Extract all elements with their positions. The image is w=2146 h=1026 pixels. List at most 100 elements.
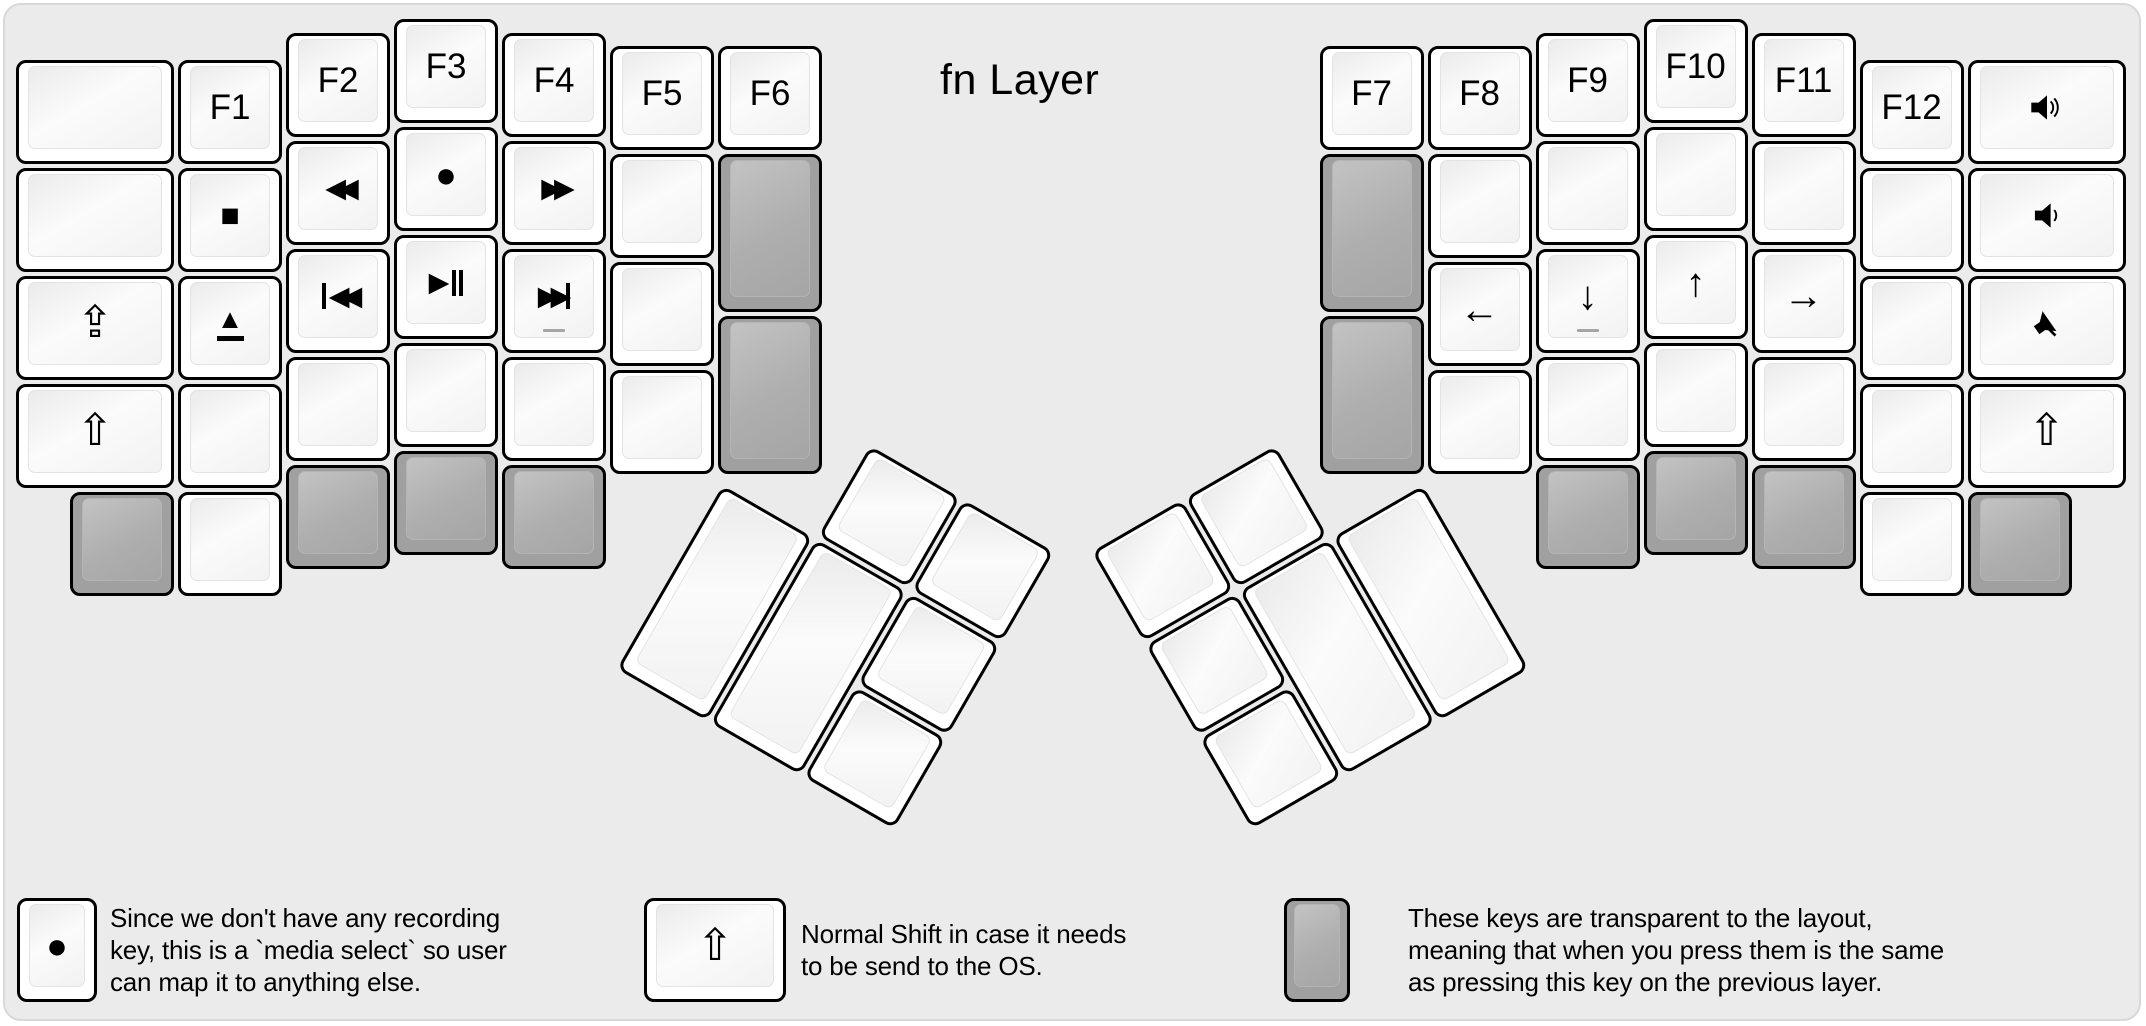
up-arrow-icon: ↑ — [1685, 260, 1706, 305]
key-fast-forward: ▶▶ — [502, 140, 606, 245]
key-blank — [1427, 370, 1532, 474]
key-label: F1 — [209, 87, 251, 127]
homing-mark — [1576, 328, 1599, 332]
key-blank — [1535, 356, 1640, 461]
key-label: F9 — [1567, 60, 1608, 100]
key-transparent — [1643, 451, 1748, 555]
key-f1: F1 — [178, 59, 282, 164]
legend-text-shift: Normal Shift in case it needs to be send… — [801, 919, 1127, 981]
key-transparent — [1319, 316, 1424, 474]
legend-key-shift: ⇧ — [644, 898, 786, 1002]
record-icon: ● — [46, 924, 68, 966]
key-arrow-down: ↓ — [1535, 248, 1640, 353]
key-blank — [1859, 383, 1964, 488]
key-record: ● — [394, 127, 498, 231]
key-stop: ■ — [178, 167, 282, 272]
key-transparent — [1751, 464, 1856, 569]
key-blank — [502, 356, 606, 461]
key-shift-right: ⇧ — [1967, 383, 2126, 488]
key-label: F8 — [1459, 74, 1500, 113]
shift-icon: ⇧ — [76, 406, 114, 455]
key-caps-lock: ⇪ — [16, 275, 174, 380]
shift-icon: ⇧ — [696, 920, 734, 970]
key-f10: F10 — [1643, 19, 1748, 123]
prev-track-icon: ◀◀ — [321, 282, 362, 310]
down-arrow-icon: ↓ — [1577, 274, 1598, 318]
key-blank — [1427, 154, 1532, 258]
key-transparent — [286, 464, 390, 569]
key-f7: F7 — [1319, 46, 1424, 150]
key-blank — [16, 167, 174, 272]
key-shift-left: ⇧ — [16, 383, 174, 488]
key-blank — [1643, 127, 1748, 231]
key-label: F4 — [533, 60, 575, 100]
key-blank — [1859, 275, 1964, 380]
mute-icon — [2030, 309, 2064, 338]
key-blank — [610, 262, 714, 366]
key-label: F6 — [749, 74, 791, 113]
stop-icon: ■ — [220, 197, 240, 233]
key-play-pause: ▶ — [394, 235, 498, 339]
key-label: F7 — [1351, 74, 1392, 113]
key-f5: F5 — [610, 46, 714, 150]
legend-text-transparent: These keys are transparent to the layout… — [1408, 903, 1945, 997]
key-label: F10 — [1665, 47, 1726, 86]
key-transparent — [70, 491, 174, 596]
key-transparent — [502, 464, 606, 569]
key-f12: F12 — [1859, 59, 1964, 164]
play-pause-icon: ▶ — [429, 269, 464, 296]
key-blank — [1751, 356, 1856, 461]
caps-lock-icon: ⇪ — [76, 298, 114, 347]
key-prev-track: ◀◀ — [286, 248, 390, 353]
key-blank — [178, 491, 282, 596]
key-transparent — [1535, 464, 1640, 569]
key-f2: F2 — [286, 32, 390, 137]
key-blank — [1643, 343, 1748, 447]
key-blank — [1859, 491, 1964, 596]
fast-forward-icon: ▶▶ — [541, 172, 574, 203]
key-blank — [610, 154, 714, 258]
eject-icon: ▲ — [216, 305, 244, 341]
key-next-track: ▶▶ — [502, 248, 606, 353]
key-label: F2 — [317, 60, 359, 100]
key-volume-up — [1967, 59, 2126, 164]
key-blank — [286, 356, 390, 461]
key-rewind: ◀◀ — [286, 140, 390, 245]
left-arrow-icon: ← — [1459, 287, 1500, 332]
key-f6: F6 — [718, 46, 822, 150]
key-blank — [178, 383, 282, 488]
shift-icon: ⇧ — [2028, 406, 2065, 455]
key-label: F3 — [425, 47, 467, 86]
rewind-icon: ◀◀ — [325, 172, 358, 203]
key-blank — [16, 59, 174, 164]
right-arrow-icon: → — [1783, 274, 1824, 318]
key-arrow-left: ← — [1427, 262, 1532, 366]
key-arrow-right: → — [1751, 248, 1856, 353]
key-transparent — [718, 154, 822, 312]
key-transparent — [718, 316, 822, 474]
volume-up-icon — [2030, 93, 2064, 122]
volume-down-icon — [2030, 201, 2064, 230]
key-label: F11 — [1774, 60, 1833, 100]
key-f4: F4 — [502, 32, 606, 137]
key-mute — [1967, 275, 2126, 380]
key-transparent — [1319, 154, 1424, 312]
key-transparent — [1967, 491, 2072, 596]
key-label: F12 — [1881, 87, 1942, 127]
key-volume-down — [1967, 167, 2126, 272]
key-blank — [1859, 167, 1964, 272]
record-icon: ● — [435, 153, 457, 195]
legend-key-transparent — [1284, 898, 1350, 1002]
key-f3: F3 — [394, 19, 498, 123]
key-f11: F11 — [1751, 32, 1856, 137]
key-f8: F8 — [1427, 46, 1532, 150]
key-blank — [610, 370, 714, 474]
key-blank — [394, 343, 498, 447]
legend-text-record: Since we don't have any recording key, t… — [110, 903, 507, 997]
key-eject: ▲ — [178, 275, 282, 380]
homing-mark — [543, 328, 565, 332]
key-blank — [1751, 140, 1856, 245]
key-f9: F9 — [1535, 32, 1640, 137]
key-arrow-up: ↑ — [1643, 235, 1748, 339]
